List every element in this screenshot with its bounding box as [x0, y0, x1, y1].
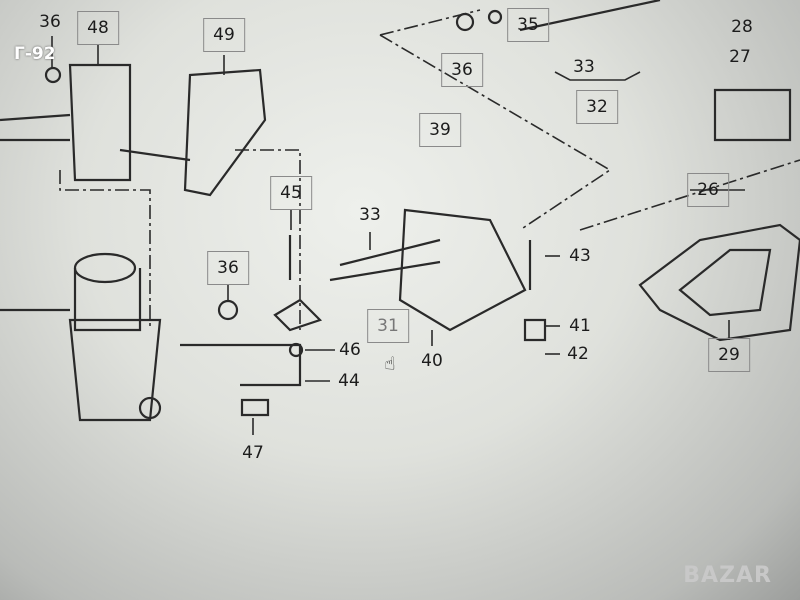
part-label: 32	[576, 90, 618, 124]
part-label: 36	[441, 53, 483, 87]
hand-cursor-icon: ☝	[384, 353, 396, 375]
part-label: 40	[421, 351, 443, 371]
part-label: 36	[207, 251, 249, 285]
part-label: 27	[729, 47, 751, 67]
part-label: 26	[687, 173, 729, 207]
part-label: 36	[39, 12, 61, 32]
part-label: 48	[77, 11, 119, 45]
mechanism-parts	[0, 0, 800, 422]
part-label: 29	[708, 338, 750, 372]
part-label: 44	[338, 371, 360, 391]
part-label: 31	[367, 309, 409, 343]
part-label: 35	[507, 8, 549, 42]
part-label: 45	[270, 176, 312, 210]
watermark-logo: BAZAR	[683, 563, 772, 588]
part-label: 28	[731, 17, 753, 37]
leader-lines	[51, 36, 745, 435]
caption-text: Г-92	[14, 44, 56, 64]
part-label: 43	[569, 246, 591, 266]
part-label: 39	[419, 113, 461, 147]
part-label: 42	[567, 344, 589, 364]
part-label: 47	[242, 443, 264, 463]
part-label: 33	[359, 205, 381, 225]
part-label: 46	[339, 340, 361, 360]
part-label: 33	[573, 57, 595, 77]
part-label: 49	[203, 18, 245, 52]
part-label: 41	[569, 316, 591, 336]
